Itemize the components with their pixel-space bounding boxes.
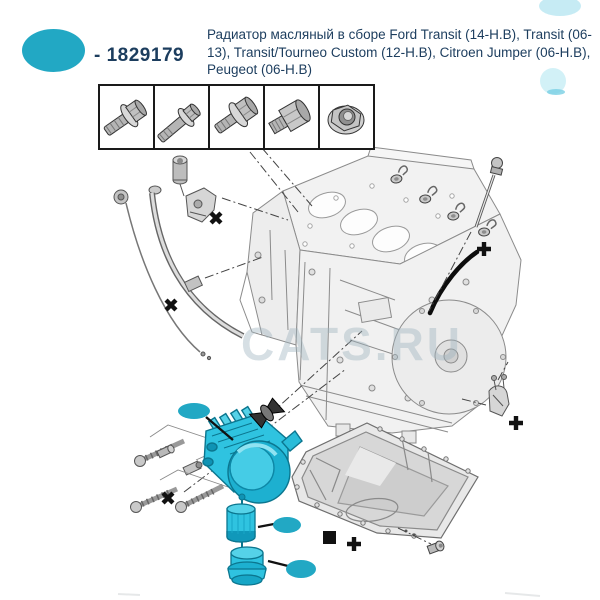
flanged-hex-bolt-short-icon — [103, 99, 147, 136]
dipstick — [474, 157, 504, 228]
threaded-hex-plug-icon — [268, 99, 311, 135]
fastener-thumb-hex-flange-nut[interactable] — [320, 86, 373, 148]
gasket-seal — [248, 397, 286, 429]
cable-and-dipstick-tube — [113, 185, 245, 361]
fastener-thumb-flanged-hex-bolt-short[interactable] — [100, 86, 155, 148]
oil-filter-cap[interactable] — [227, 546, 267, 586]
callout-ellipse-cooler[interactable] — [178, 403, 210, 419]
square-marker — [323, 531, 336, 544]
part-highlight-ellipse[interactable] — [22, 29, 85, 72]
hex-flange-nut-icon — [327, 104, 365, 135]
bracket-and-plug — [172, 155, 217, 223]
watermark-smudges — [117, 592, 541, 597]
callout-ellipse-cap[interactable] — [286, 560, 316, 578]
flanged-hex-bolt-medium-icon — [214, 96, 259, 134]
part-number[interactable]: - 1829179 — [94, 45, 185, 66]
engine-block-illustration — [239, 146, 522, 444]
callout-leaders — [205, 416, 289, 568]
oil-filter-element[interactable] — [226, 503, 256, 543]
oil-feed-hose — [427, 249, 480, 316]
flanged-hex-bolt-long-icon — [157, 103, 201, 143]
oil-pan — [291, 422, 479, 539]
part-description: Радиатор масляный в сборе Ford Transit (… — [207, 27, 592, 77]
fastener-thumbnails — [98, 84, 375, 150]
watermark-blob-top-right — [539, 0, 581, 95]
fastener-thumb-threaded-hex-plug[interactable] — [265, 86, 320, 148]
fastener-thumb-flanged-hex-bolt-long[interactable] — [155, 86, 210, 148]
right-mount-bracket — [488, 374, 510, 417]
watermark-text: CATS.RU — [241, 318, 463, 370]
fastener-thumb-flanged-hex-bolt-medium[interactable] — [210, 86, 265, 148]
oil-cooler-assembly[interactable] — [202, 405, 303, 586]
drain-plug — [426, 540, 445, 555]
callout-ellipse-filter[interactable] — [273, 517, 301, 533]
